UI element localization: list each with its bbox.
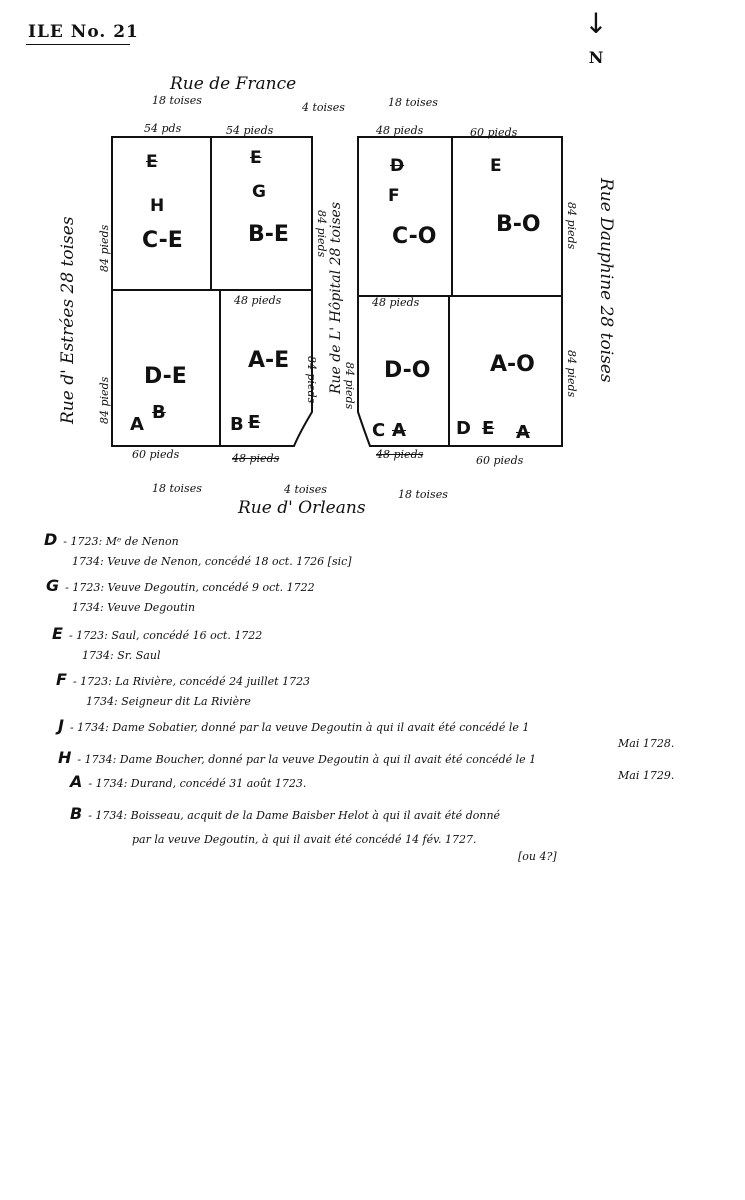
legend-line: - 1734: Durand, concédé 31 août 1723. (88, 777, 307, 790)
measure-bottom-toises-mid: 4 toises (284, 483, 327, 496)
measure-top-toises-right: 18 toises (388, 96, 438, 109)
legend-line: - 1734: Dame Sobatier, donné par la veuv… (69, 721, 530, 734)
legend-entry: J - 1734: Dame Sobatier, donné par la veu… (58, 716, 674, 750)
marker-co-mid: F (388, 186, 400, 206)
legend-line: 1734: Sr. Saul (82, 649, 161, 662)
legend-mark: B (70, 804, 83, 823)
legend-mark: J (58, 716, 64, 735)
legend-entry: E - 1723: Saul, concédé 16 oct. 1722 1734… (52, 624, 262, 662)
marker-co-top: D (390, 156, 405, 176)
marker-ae-b: B (230, 414, 244, 435)
north-arrow-icon: ↓ (584, 7, 608, 40)
legend-entry: F - 1723: La Rivière, concédé 24 juillet … (56, 670, 310, 708)
lot-ao: A-O (490, 352, 535, 377)
street-bottom: Rue d' Orleans (238, 498, 366, 518)
lot-do: D-O (384, 358, 431, 383)
legend-line: par la veuve Degoutin, à qui il avait ét… (132, 833, 477, 846)
legend-line: - 1723: Mᵉ de Nenon (63, 535, 179, 548)
marker-do-c: C (372, 420, 386, 441)
lot-ce: C-E (142, 228, 183, 253)
legend-mark: E (52, 624, 63, 643)
legend-line: 1734: Veuve Degoutin (72, 601, 196, 614)
legend-entry: D - 1723: Mᵉ de Nenon 1734: Veuve de Neno… (44, 530, 352, 568)
lot-ae: A-E (248, 348, 290, 373)
east-block-outline (357, 136, 563, 447)
legend-line: Mai 1729. (618, 769, 675, 782)
measure-bottom-pieds-3: 48 pieds (376, 448, 424, 461)
legend-entry: G - 1723: Veuve Degoutin, concédé 9 oct. … (46, 576, 315, 614)
marker-ao-d: D (456, 418, 471, 439)
measure-top-toises-left: 18 toises (152, 94, 202, 107)
marker-do-x: A (392, 420, 406, 441)
legend-mark: G (46, 576, 60, 595)
legend-entry: A - 1734: Durand, concédé 31 août 1723. (70, 772, 306, 791)
marker-ao-a: A (516, 422, 530, 443)
legend-line: - 1734: Boisseau, acquit de la Dame Bais… (88, 809, 501, 822)
legend-entry: B - 1734: Boisseau, acquit de la Dame Bai… (70, 804, 557, 863)
measure-bottom-toises-right: 18 toises (398, 488, 448, 501)
measure-bottom-pieds-4: 60 pieds (476, 454, 524, 467)
measure-top-pieds-1: 54 pds (144, 122, 182, 135)
marker-be-mid: G (252, 182, 266, 202)
lot-co: C-O (392, 224, 437, 249)
legend-line: - 1723: La Rivière, concédé 24 juillet 1… (72, 675, 311, 688)
marker-ce-top: E (146, 152, 158, 172)
north-label: N (588, 48, 604, 67)
measure-top-pieds-3: 48 pieds (376, 124, 424, 137)
marker-be-top: E (250, 148, 262, 168)
page-title: ILE No. 21 (28, 22, 139, 42)
measure-top-toises-mid: 4 toises (302, 101, 345, 114)
measure-mid-pieds-right: 48 pieds (372, 296, 420, 309)
legend-mark: A (70, 772, 83, 791)
legend-mark: D (44, 530, 58, 549)
lot-de: D-E (144, 364, 187, 389)
measure-bottom-pieds-1: 60 pieds (132, 448, 180, 461)
marker-ao-e: E (482, 418, 495, 439)
measure-bottom-pieds-2: 48 pieds (232, 452, 280, 465)
legend-mark: H (58, 748, 72, 767)
street-top: Rue de France (170, 74, 297, 94)
title-underline (26, 44, 130, 45)
west-block-outline (111, 136, 313, 447)
measure-top-pieds-2: 54 pieds (226, 124, 274, 137)
legend-line: - 1723: Saul, concédé 16 oct. 1722 (68, 629, 263, 642)
lot-be: B-E (248, 222, 289, 247)
lot-plan (111, 136, 563, 447)
marker-ce-mid: H (150, 196, 165, 216)
legend-line: [ou 4?] (518, 850, 557, 863)
marker-de-b: B (152, 402, 166, 423)
legend-line: - 1723: Veuve Degoutin, concédé 9 oct. 1… (65, 581, 315, 594)
legend-mark: F (56, 670, 67, 689)
lot-bo: B-O (496, 212, 541, 237)
measure-mid-pieds-left: 48 pieds (234, 294, 282, 307)
legend-line: 1734: Veuve de Nenon, concédé 18 oct. 17… (72, 555, 352, 568)
marker-bo-top: E (490, 156, 502, 176)
north-indicator: ↓ N (584, 7, 608, 68)
legend-line: - 1734: Dame Boucher, donné par la veuve… (77, 753, 537, 766)
legend-line: 1734: Seigneur dit La Rivière (86, 695, 251, 708)
measure-top-pieds-4: 60 pieds (470, 126, 518, 139)
legend-line: Mai 1728. (618, 737, 675, 750)
marker-ae-e: E (248, 412, 261, 433)
legend-entry: H - 1734: Dame Boucher, donné par la veuv… (58, 748, 674, 782)
marker-de-a: A (130, 414, 144, 435)
measure-bottom-toises-left: 18 toises (152, 482, 202, 495)
